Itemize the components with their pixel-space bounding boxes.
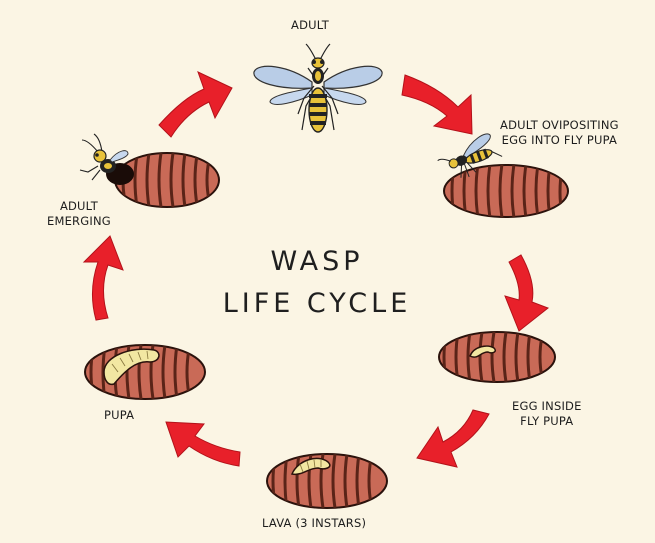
stage-label-line: EGG INSIDE bbox=[512, 399, 582, 413]
fly-pupa-icon bbox=[443, 164, 569, 218]
cycle-arrows bbox=[82, 71, 550, 468]
larva-icon bbox=[290, 457, 331, 476]
diagram-title-line1: WASP bbox=[270, 246, 364, 277]
stage-label-adult-emerging: ADULT EMERGING bbox=[47, 199, 111, 229]
stage-label-line: FLY PUPA bbox=[520, 414, 574, 428]
stage-label-line: ADULT bbox=[59, 199, 98, 213]
cycle-arrow-icon bbox=[401, 74, 473, 135]
fly-pupa-icon bbox=[438, 331, 556, 383]
fly-pupa-icon bbox=[106, 152, 220, 208]
wasp-icon bbox=[79, 133, 129, 181]
stage-label-larva: LAVA (3 INSTARS) bbox=[262, 516, 366, 531]
larva-icon bbox=[103, 348, 160, 386]
stage-label-ovipositing: ADULT OVIPOSITING EGG INTO FLY PUPA bbox=[500, 118, 619, 148]
stage-label-line: ADULT OVIPOSITING bbox=[500, 118, 619, 132]
stage-label-line: EGG INTO FLY PUPA bbox=[501, 133, 618, 147]
cycle-arrow-icon bbox=[82, 235, 124, 321]
stage-label-line: EMERGING bbox=[47, 214, 111, 228]
stage-label-egg-inside-fly-pupa: EGG INSIDE FLY PUPA bbox=[512, 399, 582, 429]
cycle-arrow-icon bbox=[158, 71, 233, 138]
fly-pupa-icon bbox=[266, 453, 388, 509]
cycle-arrow-icon bbox=[416, 409, 490, 468]
cycle-arrow-icon bbox=[165, 421, 241, 467]
stage-label-line: LAVA (3 INSTARS) bbox=[262, 516, 367, 530]
egg-icon bbox=[469, 345, 497, 358]
cycle-arrow-icon bbox=[504, 254, 550, 332]
stage-label-pupa: PUPA bbox=[104, 408, 134, 423]
fly-pupa-icon bbox=[84, 344, 206, 400]
stage-label-line: PUPA bbox=[104, 408, 135, 422]
wasp-icon bbox=[253, 43, 383, 133]
diagram-title-line2: LIFE CYCLE bbox=[222, 288, 412, 319]
wasp-icon bbox=[437, 133, 503, 178]
stage-label-line: ADULT bbox=[291, 18, 329, 32]
stage-label-adult: ADULT bbox=[291, 18, 329, 33]
